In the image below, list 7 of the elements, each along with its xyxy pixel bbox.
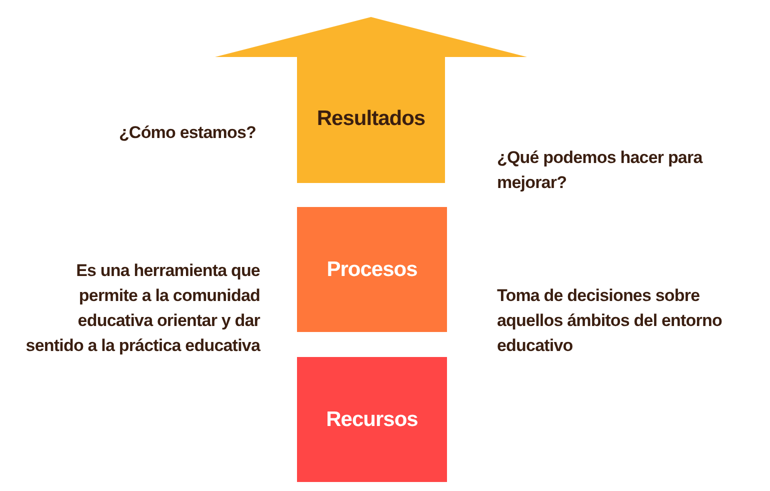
note-text: Toma de decisiones sobre aquellos ámbitos del entorno educativo — [497, 285, 723, 357]
note-text: ¿Cómo estamos? — [118, 122, 256, 144]
note-text: Es una herramienta que permite a la comunidad educativa orientar y dar sentido a la práctica educativa — [24, 260, 260, 357]
note-text: ¿Qué podemos hacer para mejorar? — [497, 147, 704, 194]
box-label: Resultados — [316, 107, 426, 131]
box-label: Recursos — [326, 408, 418, 432]
box-label: Procesos — [326, 258, 418, 282]
